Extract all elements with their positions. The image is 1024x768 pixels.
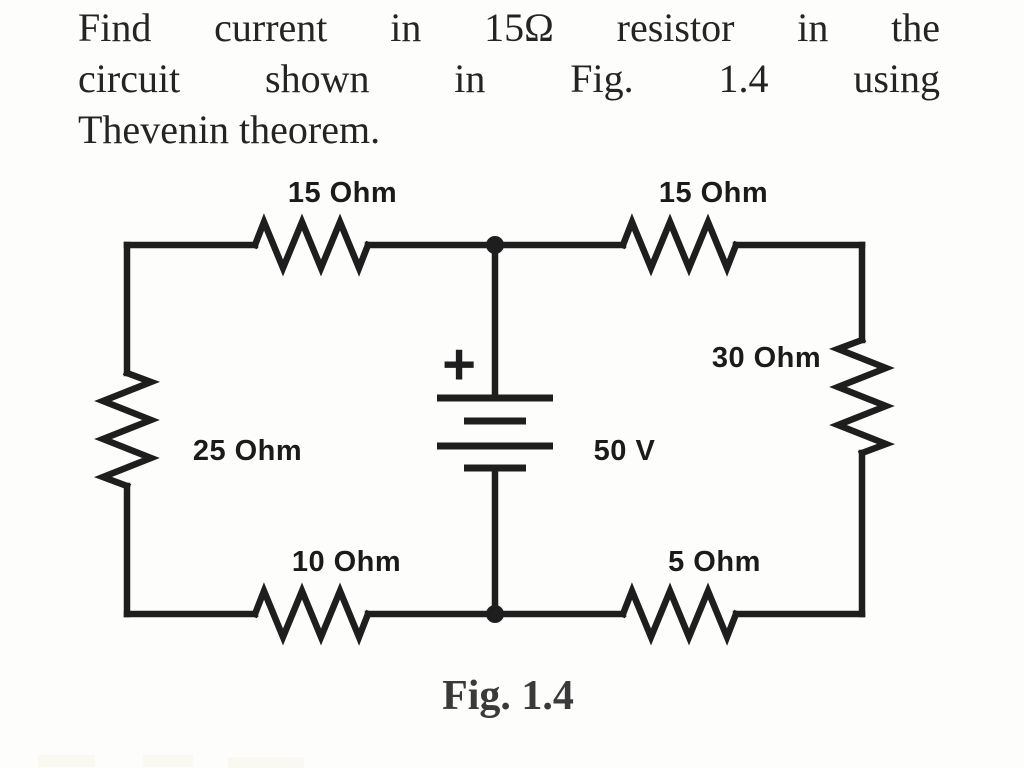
- figure-caption: Fig. 1.4: [442, 673, 574, 719]
- resistor-label-bottom-right: 5 Ohm: [668, 546, 761, 578]
- resistor-label-right: 30 Ohm: [711, 342, 822, 374]
- problem-text-line-2: circuit shown in Fig. 1.4 using: [78, 56, 940, 101]
- resistor-symbol-bottom-left: [250, 582, 373, 646]
- resistor-symbol-left: [93, 368, 161, 491]
- junction-dot-bottom: [486, 605, 504, 623]
- junction-dot-top: [486, 236, 504, 254]
- problem-text-line-1: Find current in 15Ω resistor in the: [78, 5, 940, 50]
- resistor-label-top-right: 15 Ohm: [658, 177, 769, 209]
- resistor-symbol-right: [828, 335, 896, 458]
- resistor-symbol-top-right: [618, 213, 741, 277]
- scan-artifact: [143, 755, 193, 767]
- resistor-symbol-top-left: [250, 213, 373, 277]
- problem-statement: Find current in 15Ω resistor in the circ…: [78, 2, 940, 155]
- voltage-source-label: 50 V: [593, 435, 656, 467]
- resistor-label-top-left: 15 Ohm: [287, 177, 398, 209]
- scan-artifact: [38, 755, 95, 767]
- resistor-label-left: 25 Ohm: [192, 435, 303, 467]
- resistor-symbol-bottom-right: [618, 582, 741, 646]
- battery-plus-sign: +: [442, 332, 476, 397]
- problem-text-line-3: Thevenin theorem.: [78, 107, 381, 152]
- scan-artifact: [228, 757, 304, 768]
- resistor-label-bottom-left: 10 Ohm: [291, 546, 402, 578]
